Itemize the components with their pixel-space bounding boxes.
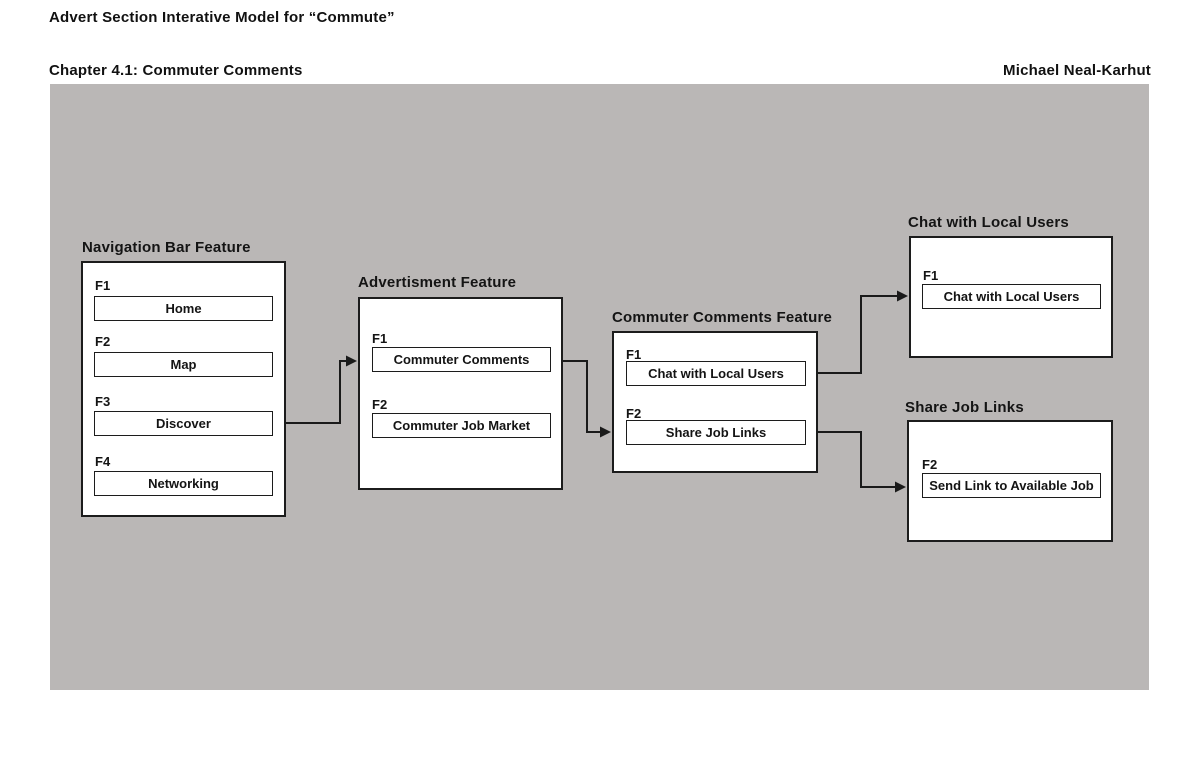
chapter-heading: Chapter 4.1: Commuter Comments	[49, 62, 303, 79]
item-label-f2: F2	[95, 334, 111, 349]
item-box-home: Home	[94, 296, 273, 321]
arrowhead-to-advertisment	[346, 355, 357, 367]
author-name: Michael Neal-Karhut	[1003, 62, 1151, 79]
item-text-chat-with-local-users-action: Chat with Local Users	[943, 289, 1080, 304]
item-text-home: Home	[165, 301, 202, 316]
item-box-discover: Discover	[94, 411, 273, 436]
item-text-map: Map	[170, 357, 197, 372]
item-text-commuter-comments: Commuter Comments	[393, 352, 530, 367]
feature-title-advertisment: Advertisment Feature	[358, 274, 517, 291]
item-text-share-job-links: Share Job Links	[665, 425, 767, 440]
item-label-f4: F4	[95, 454, 111, 469]
item-label-f1: F1	[95, 278, 111, 293]
item-label-f2: F2	[626, 406, 642, 421]
feature-box-advertisment: F1 Commuter Comments F2 Commuter Job Mar…	[358, 297, 563, 490]
item-box-map: Map	[94, 352, 273, 377]
item-box-chat-with-local-users: Chat with Local Users	[626, 361, 806, 386]
feature-box-commuter-comments: F1 Chat with Local Users F2 Share Job Li…	[612, 331, 818, 473]
feature-title-navigation-bar: Navigation Bar Feature	[82, 239, 251, 256]
item-label-f1: F1	[626, 347, 642, 362]
item-text-chat-with-local-users: Chat with Local Users	[648, 366, 784, 381]
item-box-networking: Networking	[94, 471, 273, 496]
document-title: Advert Section Interative Model for “Com…	[49, 9, 395, 26]
diagram-canvas: Navigation Bar Feature F1 Home F2 Map F3…	[50, 84, 1149, 690]
item-box-commuter-comments: Commuter Comments	[372, 347, 551, 372]
item-label-f2: F2	[922, 457, 938, 472]
feature-title-commuter-comments: Commuter Comments Feature	[612, 309, 833, 326]
item-label-f3: F3	[95, 394, 111, 409]
feature-title-chat-with-local-users: Chat with Local Users	[908, 214, 1069, 231]
feature-title-share-job-links: Share Job Links	[905, 399, 1024, 416]
item-label-f1: F1	[923, 268, 939, 283]
arrowhead-to-chatbox	[897, 290, 908, 302]
item-box-chat-with-local-users-action: Chat with Local Users	[922, 284, 1101, 309]
item-label-f1: F1	[372, 331, 388, 346]
feature-box-share-job-links: F2 Send Link to Available Job	[907, 420, 1113, 542]
feature-box-chat-with-local-users: F1 Chat with Local Users	[909, 236, 1113, 358]
connector-chat-to-chatbox	[806, 295, 898, 374]
item-text-discover: Discover	[156, 416, 211, 431]
arrowhead-to-ccfeature	[600, 426, 611, 438]
item-box-send-link-to-available-job: Send Link to Available Job	[922, 473, 1101, 498]
item-label-f2: F2	[372, 397, 388, 412]
item-text-send-link-to-available-job: Send Link to Available Job	[929, 478, 1094, 493]
connector-sharelinks-to-sharebox	[806, 431, 896, 488]
item-box-share-job-links: Share Job Links	[626, 420, 806, 445]
item-text-commuter-job-market: Commuter Job Market	[392, 418, 531, 433]
item-text-networking: Networking	[148, 476, 219, 491]
arrowhead-to-sharebox	[895, 481, 906, 493]
item-box-commuter-job-market: Commuter Job Market	[372, 413, 551, 438]
feature-box-navigation-bar: F1 Home F2 Map F3 Discover F4 Networking	[81, 261, 286, 517]
